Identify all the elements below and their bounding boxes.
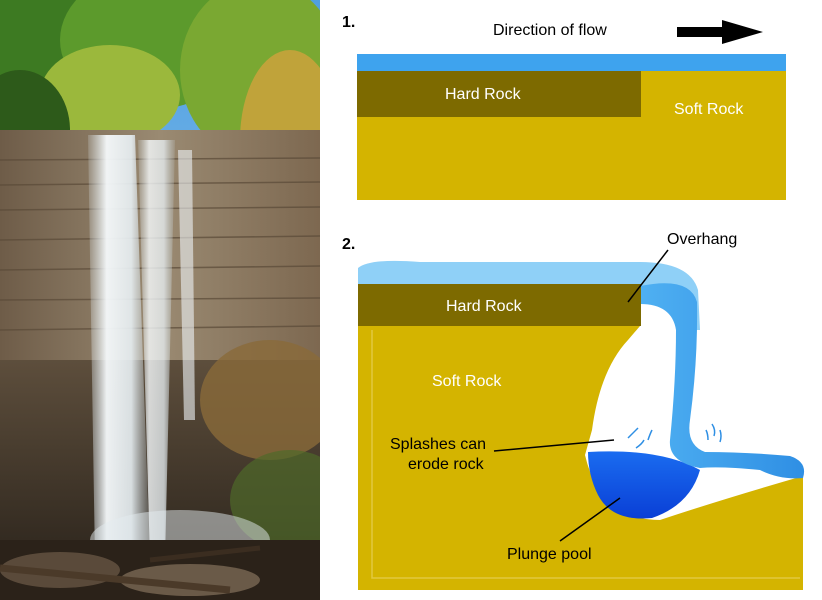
panel-2-hard-rock-label: Hard Rock [446,298,523,315]
panel-1-water-layer [357,54,786,71]
splash-label-line1: Splashes can [390,436,486,453]
splash-marks-icon [627,423,722,449]
panel-1-hard-rock [357,71,641,117]
overhang-pointer [627,249,669,303]
panel-1-soft-rock-label: Soft Rock [674,101,744,118]
flow-arrow-icon [677,20,763,44]
panel-2-number: 2. [342,236,355,253]
panel-2-soft-rock [358,326,803,590]
plunge-pool-pointer [559,497,621,542]
panel-1-number: 1. [342,14,355,31]
plunge-pool-label: Plunge pool [507,546,592,563]
flow-direction-label: Direction of flow [493,22,607,39]
panel-2-hard-rock [358,284,641,326]
panel-2-soft-rock-label: Soft Rock [432,373,502,390]
waterfall-formation-diagram: 1. Direction of flow Hard Rock Soft Rock… [342,14,805,590]
splash-pointer [493,439,615,452]
panel-1-hard-rock-label: Hard Rock [445,86,522,103]
panel-2-falling-water [640,283,805,479]
splash-label-line2: erode rock [408,456,485,473]
overhang-label: Overhang [667,231,737,248]
waterfall-photo [0,0,320,600]
